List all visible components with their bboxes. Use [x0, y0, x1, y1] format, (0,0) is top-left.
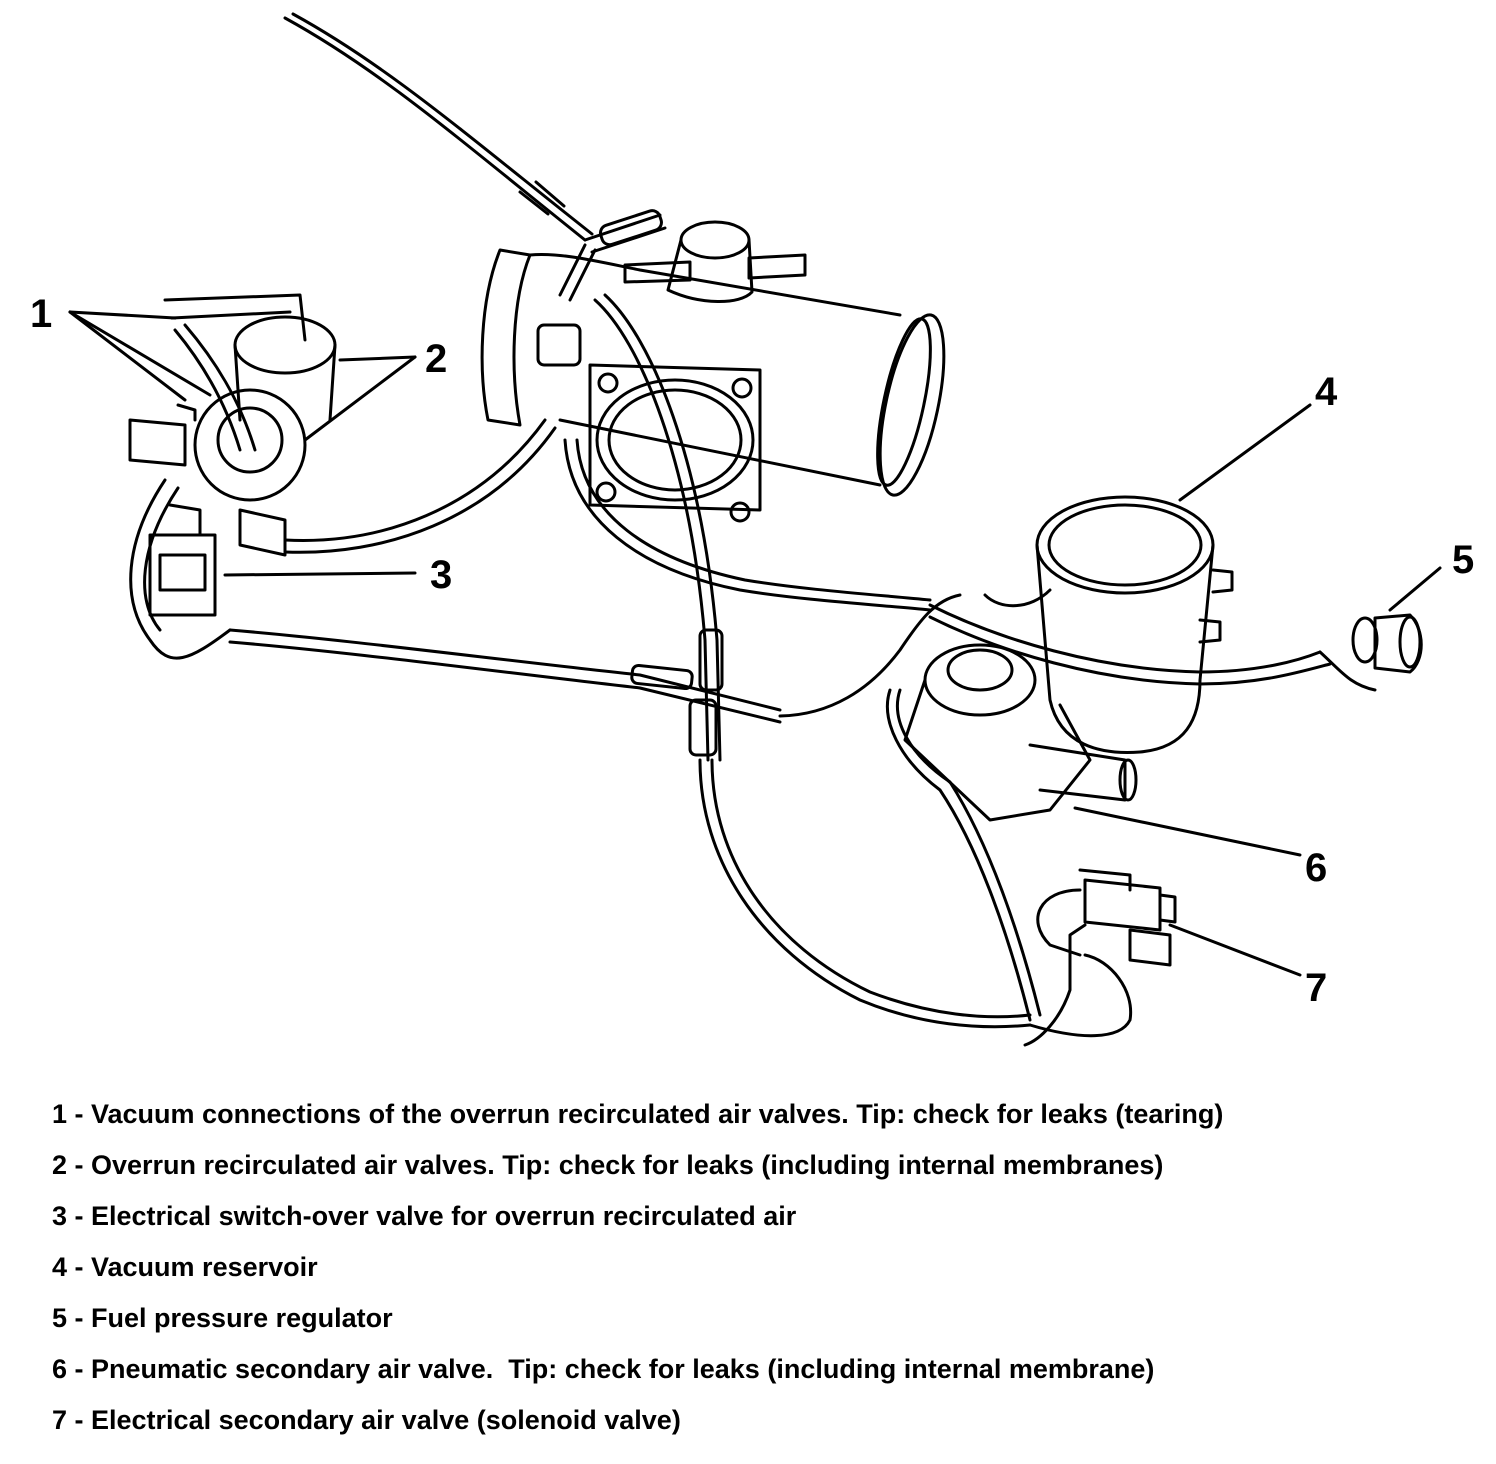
callout-7: 7 — [1305, 966, 1328, 1010]
top-valve — [623, 220, 807, 303]
legend-item-4: 4 - Vacuum reservoir — [52, 1252, 318, 1282]
legend-item-6: 6 - Pneumatic secondary air valve. Tip: … — [52, 1354, 1155, 1384]
legend-item-3: 3 - Electrical switch-over valve for ove… — [52, 1201, 797, 1231]
callout-4: 4 — [1315, 370, 1338, 414]
overrun-valves — [128, 293, 337, 502]
switch-over-valve — [148, 503, 287, 617]
callout-5: 5 — [1452, 538, 1475, 582]
callout-1: 1 — [30, 292, 53, 336]
vacuum-reservoir — [983, 495, 1234, 754]
callout-2: 2 — [425, 337, 448, 381]
main-vacuum-hose — [283, 12, 594, 242]
regulator-hose — [928, 603, 1377, 692]
center-hoses — [536, 293, 1032, 1029]
secondary-air-valve — [885, 643, 1138, 1022]
legend-item-5: 5 - Fuel pressure regulator — [52, 1303, 393, 1333]
legend-item-7: 7 - Electrical secondary air valve (sole… — [52, 1405, 681, 1435]
legend: 1 - Vacuum connections of the overrun re… — [52, 1095, 1472, 1452]
callout-6: 6 — [1305, 846, 1328, 890]
legend-item-2: 2 - Overrun recirculated air valves. Tip… — [52, 1150, 1164, 1180]
fuel-pressure-regulator — [1351, 613, 1423, 674]
legend-item-1: 1 - Vacuum connections of the overrun re… — [52, 1099, 1224, 1129]
throttle-body — [480, 248, 946, 523]
vacuum-system-drawing — [68, 12, 1442, 1047]
left-hoses — [129, 418, 962, 724]
callout-3: 3 — [430, 553, 453, 597]
leader-lines — [68, 310, 1442, 977]
t-connector — [558, 209, 667, 302]
solenoid-valve — [1023, 868, 1177, 1047]
